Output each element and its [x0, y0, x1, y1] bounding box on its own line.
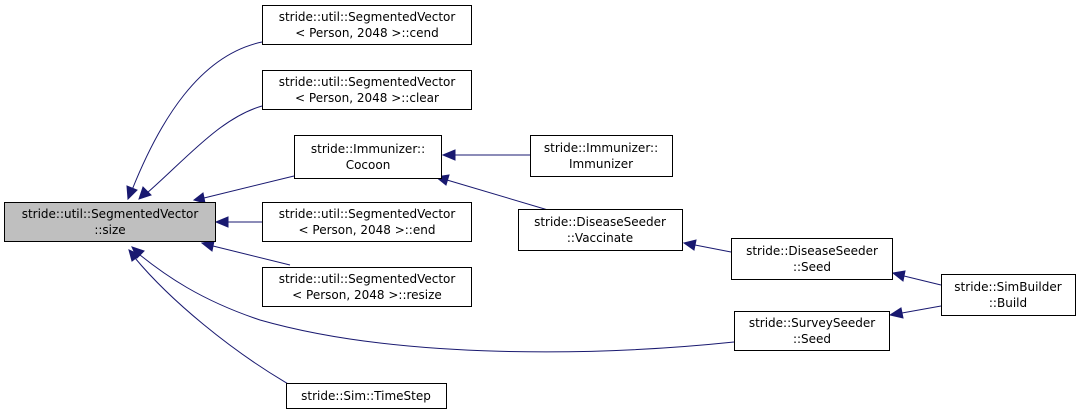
- arrowhead-clear-to-size: [138, 186, 152, 200]
- node-resize-line-1: stride::util::SegmentedVector: [279, 272, 456, 286]
- arrowhead-build-to-dseed: [891, 270, 906, 282]
- edge-build-to-dseed: [903, 275, 942, 286]
- node-size[interactable]: stride::util::SegmentedVector ::size: [4, 202, 216, 242]
- node-resize[interactable]: stride::util::SegmentedVector < Person, …: [262, 267, 472, 307]
- node-clear-line-2: < Person, 2048 >::clear: [295, 91, 439, 105]
- arrowhead-build-to-sseed: [888, 307, 904, 319]
- arrowhead-end-to-size: [214, 216, 229, 228]
- arrowhead-timestep-to-size: [128, 249, 141, 262]
- node-clear-line-1: stride::util::SegmentedVector: [279, 75, 456, 89]
- arrowhead-dseed-to-vaccinate: [682, 239, 697, 251]
- arrowhead-resize-to-size: [200, 240, 215, 252]
- node-simbuilder-build[interactable]: stride::SimBuilder ::Build: [941, 274, 1076, 316]
- node-cend-line-1: stride::util::SegmentedVector: [279, 10, 456, 24]
- node-end-line-2: < Person, 2048 >::end: [299, 223, 436, 237]
- node-cocoon-line-2: Cocoon: [346, 158, 391, 172]
- node-cend[interactable]: stride::util::SegmentedVector < Person, …: [262, 5, 472, 45]
- node-immunizer-line-1: stride::Immunizer::: [544, 141, 658, 155]
- node-diseaseseeder-seed[interactable]: stride::DiseaseSeeder ::Seed: [731, 238, 893, 280]
- edge-resize-to-size: [212, 245, 291, 266]
- edge-cocoon-to-size: [203, 175, 295, 199]
- node-immunizer[interactable]: stride::Immunizer:: Immunizer: [530, 135, 673, 177]
- node-cocoon-line-1: stride::Immunizer::: [311, 142, 425, 156]
- node-surveyseeder-seed[interactable]: stride::SurveySeeder ::Seed: [734, 311, 890, 351]
- node-resize-line-2: < Person, 2048 >::resize: [292, 288, 442, 302]
- node-vaccinate-line-1: stride::DiseaseSeeder: [534, 215, 666, 229]
- edge-build-to-sseed: [901, 305, 942, 314]
- arrowhead-cend-to-size: [126, 185, 138, 201]
- node-cend-line-2: < Person, 2048 >::cend: [295, 26, 439, 40]
- arrowhead-immunizer-to-cocoon: [441, 149, 456, 161]
- node-size-line-2: ::size: [94, 223, 125, 237]
- edge-clear-to-size: [146, 105, 263, 194]
- arrowhead-cocoon-to-size: [192, 192, 206, 204]
- edge-cend-to-size: [131, 41, 263, 191]
- edges: [126, 41, 942, 386]
- node-simbuilder-build-line-2: ::Build: [989, 296, 1027, 310]
- node-surveyseeder-seed-line-2: ::Seed: [793, 332, 831, 346]
- node-end-line-1: stride::util::SegmentedVector: [279, 207, 456, 221]
- edge-sseed-to-size: [139, 254, 735, 353]
- node-timestep-line-1: stride::Sim::TimeStep: [301, 389, 431, 403]
- node-clear[interactable]: stride::util::SegmentedVector < Person, …: [262, 70, 472, 110]
- node-end[interactable]: stride::util::SegmentedVector < Person, …: [262, 202, 472, 242]
- node-timestep[interactable]: stride::Sim::TimeStep: [286, 383, 447, 409]
- node-size-line-1: stride::util::SegmentedVector: [22, 207, 199, 221]
- node-immunizer-line-2: Immunizer: [569, 157, 633, 171]
- node-vaccinate[interactable]: stride::DiseaseSeeder ::Vaccinate: [518, 209, 683, 251]
- edge-vaccinate-to-cocoon: [446, 179, 549, 211]
- edge-dseed-to-vaccinate: [694, 244, 732, 253]
- node-vaccinate-line-2: ::Vaccinate: [567, 231, 633, 245]
- edge-timestep-to-size: [134, 257, 291, 386]
- node-surveyseeder-seed-line-1: stride::SurveySeeder: [749, 316, 875, 330]
- node-simbuilder-build-line-1: stride::SimBuilder: [954, 280, 1061, 294]
- node-diseaseseeder-seed-line-1: stride::DiseaseSeeder: [746, 244, 878, 258]
- node-cocoon[interactable]: stride::Immunizer:: Cocoon: [294, 135, 442, 179]
- node-diseaseseeder-seed-line-2: ::Seed: [793, 260, 831, 274]
